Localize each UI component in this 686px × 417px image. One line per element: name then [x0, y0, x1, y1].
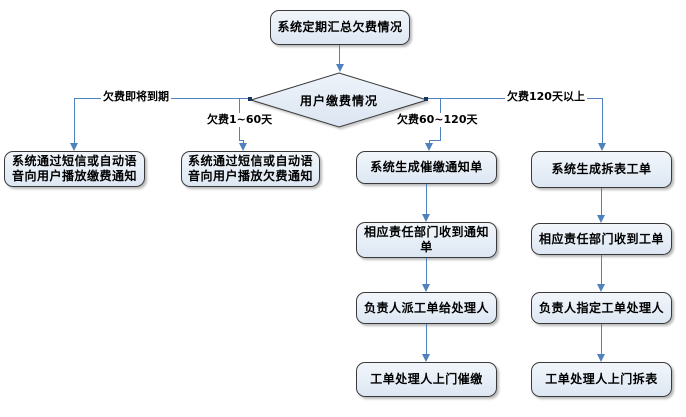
arrowhead-down-icon — [70, 143, 78, 151]
connector-col4-3 — [601, 324, 602, 354]
node-dept-receive-notice: 相应责任部门收到通知单 — [356, 222, 497, 258]
connector-branch3-jog — [429, 140, 441, 141]
connector-col3-3 — [426, 324, 427, 354]
connector-col4-1 — [601, 188, 602, 215]
arrowhead-down-icon — [422, 284, 430, 292]
connector-col4-2 — [601, 255, 602, 284]
connector-branch2-jog — [239, 140, 244, 141]
node-sms-payment-notice: 系统通过短信或自动语音向用户播放缴费通知 — [4, 151, 145, 187]
node-assign-ticket-to-handler: 负责人派工单给处理人 — [356, 292, 497, 324]
connector-branch1-vertical — [74, 98, 75, 143]
edge-label-due-soon: 欠费即将到期 — [101, 90, 171, 104]
arrowhead-down-icon — [422, 354, 430, 362]
edge-label-over-120-days: 欠费120天以上 — [505, 90, 587, 104]
arrowhead-down-icon — [425, 143, 433, 151]
node-dept-receive-ticket: 相应责任部门收到工单 — [531, 223, 672, 255]
arrowhead-down-icon — [597, 284, 605, 292]
decision-label: 用户缴费情况 — [299, 93, 378, 108]
connector-branch3-vertical2 — [429, 140, 430, 143]
arrowhead-down-icon — [597, 215, 605, 223]
edge-label-60-120-days: 欠费60~120天 — [395, 113, 480, 127]
node-door-to-door-meter-removal: 工单处理人上门拆表 — [531, 362, 672, 397]
connector-branch4-vertical — [602, 98, 603, 143]
node-sms-arrears-notice: 系统通过短信或自动语音向用户播放欠费通知 — [181, 151, 320, 187]
node-door-to-door-collection: 工单处理人上门催缴 — [356, 362, 497, 397]
connector-col3-2 — [426, 258, 427, 284]
node-designate-ticket-handler: 负责人指定工单处理人 — [531, 292, 672, 324]
junction-dot-left — [248, 97, 252, 101]
arrowhead-down-icon — [597, 354, 605, 362]
diamond-shape-icon — [249, 72, 429, 128]
edge-label-1-60-days: 欠费1~60天 — [205, 113, 275, 127]
arrowhead-down-icon — [422, 214, 430, 222]
arrowhead-down-icon — [336, 64, 344, 72]
connector-col3-1 — [426, 184, 427, 214]
connector-start-to-decision — [339, 45, 340, 64]
arrowhead-down-icon — [598, 143, 606, 151]
decision-diamond — [249, 72, 429, 128]
connector-branch2-vertical2 — [243, 140, 244, 143]
node-generate-removal-ticket: 系统生成拆表工单 — [531, 151, 672, 188]
node-generate-reminder-notice: 系统生成催缴通知单 — [356, 151, 497, 184]
node-start-summarize-arrears: 系统定期汇总欠费情况 — [270, 10, 410, 45]
junction-dot-right — [424, 97, 428, 101]
arrowhead-down-icon — [239, 143, 247, 151]
